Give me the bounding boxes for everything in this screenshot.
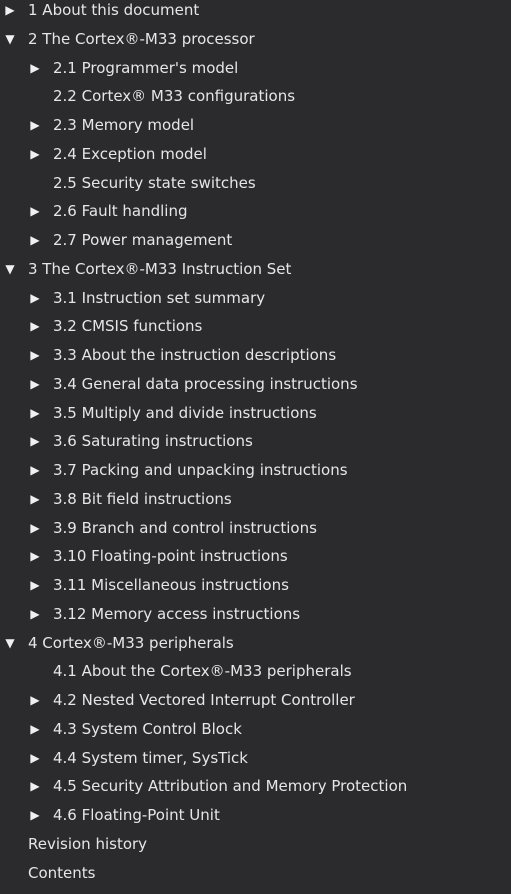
toc-item-label[interactable]: 2.5 Security state switches (53, 174, 256, 192)
toc-item-label[interactable]: 2.2 Cortex® M33 configurations (53, 87, 296, 105)
toc-item[interactable]: ▶ 2.3 Memory model (0, 111, 511, 140)
triangle-right-icon[interactable]: ▶ (30, 492, 40, 506)
toc-item-label[interactable]: 4.4 System timer, SysTick (53, 749, 248, 767)
triangle-right-icon[interactable]: ▶ (30, 578, 40, 592)
toc-item-label[interactable]: 3.3 About the instruction descriptions (53, 346, 337, 364)
triangle-right-icon[interactable]: ▶ (30, 779, 40, 793)
toc-item-label[interactable]: 3.12 Memory access instructions (53, 605, 301, 623)
triangle-right-icon[interactable]: ▶ (30, 348, 40, 362)
triangle-right-icon[interactable]: ▶ (30, 61, 40, 75)
triangle-right-icon[interactable]: ▶ (30, 722, 40, 736)
triangle-right-icon[interactable]: ▶ (30, 693, 40, 707)
toc-item-label[interactable]: 2.3 Memory model (53, 116, 195, 134)
triangle-right-icon[interactable]: ▶ (30, 607, 40, 621)
triangle-right-icon[interactable]: ▶ (30, 204, 40, 218)
toc-item[interactable]: ▶ 4.4 System timer, SysTick (0, 744, 511, 773)
toc-item[interactable]: ▶ 3.4 General data processing instruction… (0, 370, 511, 399)
toc-item[interactable]: ▶ 4.2 Nested Vectored Interrupt Controlle… (0, 686, 511, 715)
toc-item-label[interactable]: Revision history (28, 835, 148, 853)
toc-item[interactable]: ▶ 4.3 System Control Block (0, 715, 511, 744)
toc-item[interactable]: ▶ 2.7 Power management (0, 226, 511, 255)
toc-item[interactable]: 2.5 Security state switches (0, 169, 511, 198)
toc-item[interactable]: ▶ 2.6 Fault handling (0, 197, 511, 226)
toc-item-label[interactable]: 3.7 Packing and unpacking instructions (53, 461, 348, 479)
triangle-right-icon[interactable]: ▶ (30, 751, 40, 765)
toc-item[interactable]: ▼ 3 The Cortex®-M33 Instruction Set (0, 255, 511, 284)
triangle-right-icon[interactable]: ▶ (30, 463, 40, 477)
triangle-right-icon[interactable]: ▶ (30, 233, 40, 247)
triangle-right-icon[interactable]: ▶ (5, 3, 15, 17)
toc-item[interactable]: 4.1 About the Cortex®-M33 peripherals (0, 657, 511, 686)
toc-item-label[interactable]: 3.9 Branch and control instructions (53, 519, 317, 537)
toc-item-label[interactable]: 3.11 Miscellaneous instructions (53, 576, 289, 594)
toc-item[interactable]: ▶ 3.12 Memory access instructions (0, 600, 511, 629)
toc-item-label[interactable]: 4.3 System Control Block (53, 720, 242, 738)
triangle-right-icon[interactable]: ▶ (30, 434, 40, 448)
toc-item[interactable]: Contents (0, 859, 511, 888)
toc-item-label[interactable]: 1 About this document (28, 1, 200, 19)
toc-item[interactable]: ▶ 4.5 Security Attribution and Memory Pro… (0, 772, 511, 801)
triangle-right-icon[interactable]: ▶ (30, 319, 40, 333)
toc-item-label[interactable]: 2.1 Programmer's model (53, 59, 239, 77)
triangle-right-icon[interactable]: ▶ (30, 291, 40, 305)
toc-item-label[interactable]: 3.8 Bit field instructions (53, 490, 232, 508)
toc-item[interactable]: ▶ 3.5 Multiply and divide instructions (0, 399, 511, 428)
toc-item-label[interactable]: Contents (28, 864, 96, 882)
toc-item-label[interactable]: 4.6 Floating-Point Unit (53, 806, 220, 824)
toc-item[interactable]: ▶ 3.7 Packing and unpacking instructions (0, 456, 511, 485)
toc-item[interactable]: ▶ 3.6 Saturating instructions (0, 427, 511, 456)
toc-item[interactable]: ▶ 2.4 Exception model (0, 140, 511, 169)
toc-item[interactable]: ▶ 3.8 Bit field instructions (0, 485, 511, 514)
toc-item[interactable]: ▶ 3.11 Miscellaneous instructions (0, 571, 511, 600)
toc-item[interactable]: 2.2 Cortex® M33 configurations (0, 82, 511, 111)
toc-item-label[interactable]: 2.4 Exception model (53, 145, 207, 163)
toc-item[interactable]: ▶ 4.6 Floating-Point Unit (0, 801, 511, 830)
toc-item-label[interactable]: 3.4 General data processing instructions (53, 375, 358, 393)
toc-item-label[interactable]: 3.6 Saturating instructions (53, 432, 253, 450)
triangle-right-icon[interactable]: ▶ (30, 406, 40, 420)
toc-item[interactable]: ▶ 3.9 Branch and control instructions (0, 514, 511, 543)
toc-item-label[interactable]: 4 Cortex®-M33 peripherals (28, 634, 234, 652)
toc-item-label[interactable]: 2.7 Power management (53, 231, 233, 249)
toc-item-label[interactable]: 3.5 Multiply and divide instructions (53, 404, 317, 422)
triangle-right-icon[interactable]: ▶ (30, 377, 40, 391)
triangle-right-icon[interactable]: ▶ (30, 521, 40, 535)
triangle-right-icon[interactable]: ▶ (30, 808, 40, 822)
toc-item-label[interactable]: 4.2 Nested Vectored Interrupt Controller (53, 691, 355, 709)
toc-item-label[interactable]: 4.5 Security Attribution and Memory Prot… (53, 777, 408, 795)
toc-item-label[interactable]: 3 The Cortex®-M33 Instruction Set (28, 260, 292, 278)
toc-item-label[interactable]: 2 The Cortex®-M33 processor (28, 30, 255, 48)
toc-item[interactable]: ▶ 3.3 About the instruction descriptions (0, 341, 511, 370)
triangle-right-icon[interactable]: ▶ (30, 549, 40, 563)
triangle-down-icon[interactable]: ▼ (5, 262, 15, 276)
toc-item-label[interactable]: 2.6 Fault handling (53, 202, 188, 220)
toc-item-label[interactable]: 3.2 CMSIS functions (53, 317, 203, 335)
triangle-down-icon[interactable]: ▼ (5, 32, 15, 46)
triangle-right-icon[interactable]: ▶ (30, 147, 40, 161)
toc-item-label[interactable]: 3.10 Floating-point instructions (53, 547, 288, 565)
toc-item[interactable]: Revision history (0, 830, 511, 859)
toc-item[interactable]: ▶ 3.2 CMSIS functions (0, 312, 511, 341)
triangle-down-icon[interactable]: ▼ (5, 636, 15, 650)
toc-item[interactable]: ▼ 4 Cortex®-M33 peripherals (0, 629, 511, 658)
toc-item-label[interactable]: 3.1 Instruction set summary (53, 289, 266, 307)
toc-item[interactable]: ▼ 2 The Cortex®-M33 processor (0, 25, 511, 54)
toc-item[interactable]: ▶ 3.10 Floating-point instructions (0, 542, 511, 571)
toc-item[interactable]: ▶ 3.1 Instruction set summary (0, 284, 511, 313)
toc-item[interactable]: ▶ 2.1 Programmer's model (0, 54, 511, 83)
triangle-right-icon[interactable]: ▶ (30, 118, 40, 132)
toc-item[interactable]: ▶ 1 About this document (0, 0, 511, 25)
toc-item-label[interactable]: 4.1 About the Cortex®-M33 peripherals (53, 662, 352, 680)
